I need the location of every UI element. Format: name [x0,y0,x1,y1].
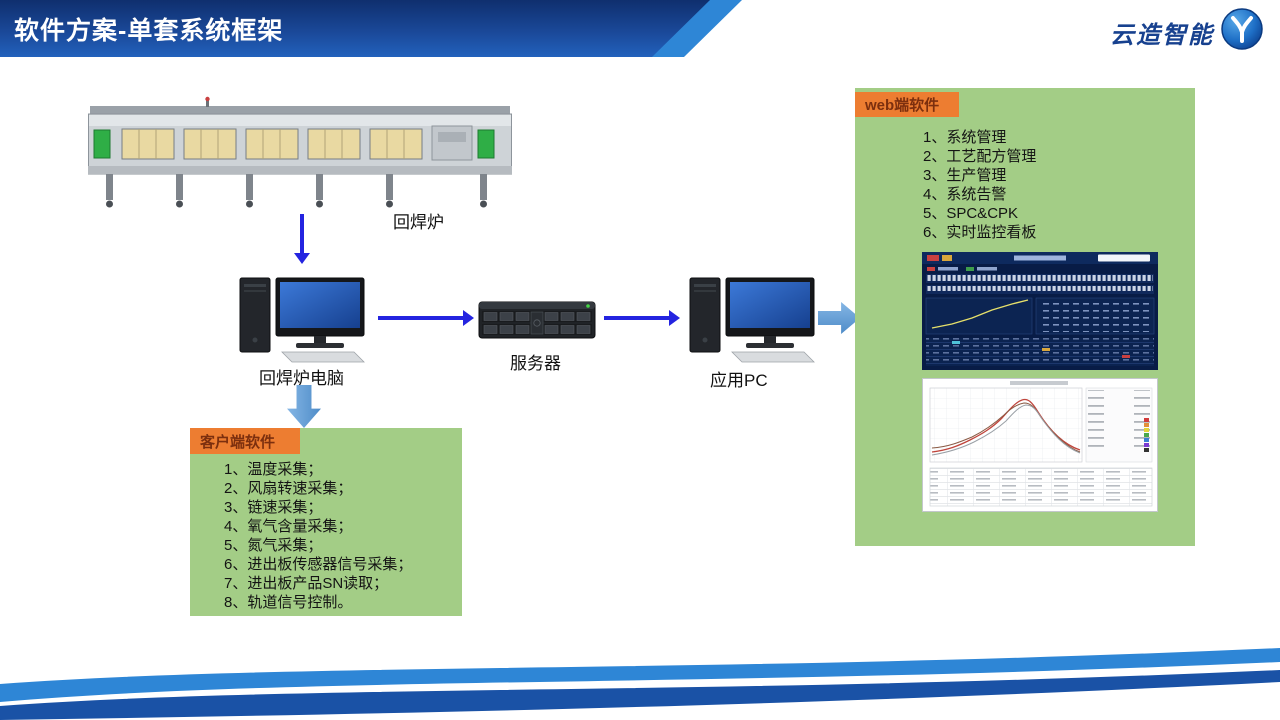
client-item-3: 3、链速采集； [224,499,323,516]
arrow-right-pc-to-server-icon [378,310,474,326]
client-panel-tab: 客户端软件 [190,428,300,454]
web-panel-items: 1、系统管理 2、工艺配方管理 3、生产管理 4、系统告警 5、SPC&CPK … [923,128,1036,242]
page-title: 软件方案-单套系统框架 [14,17,284,45]
oven-pc-image [238,276,368,364]
web-item-4: 4、系统告警 [923,186,1007,203]
block-arrow-right-icon [818,302,860,334]
server-label: 服务器 [510,354,561,373]
web-software-panel: web端软件 1、系统管理 2、工艺配方管理 3、生产管理 4、系统告警 5、S… [855,88,1195,546]
client-software-panel: 客户端软件 1、温度采集； 2、风扇转速采集； 3、链速采集； 4、氧气含量采集… [190,428,462,616]
client-item-7: 7、进出板产品SN读取； [224,575,389,592]
footer-wave-decoration [0,648,1280,720]
profile-chart-screenshot [922,378,1158,512]
client-panel-title: 客户端软件 [200,433,276,451]
block-arrow-down-icon [287,385,321,428]
client-item-8: 8、轨道信号控制。 [224,594,353,611]
web-item-5: 5、SPC&CPK [923,205,1019,222]
reflow-oven-image [88,96,512,212]
client-item-1: 1、温度采集； [224,461,323,478]
app-pc-image [688,276,818,364]
server-image [478,296,596,344]
app-pc-label: 应用PC [710,371,768,390]
header-band [0,0,710,57]
oven-pc-label: 回焊炉电脑 [259,369,344,388]
client-item-5: 5、氮气采集； [224,537,323,554]
web-item-2: 2、工艺配方管理 [923,148,1037,165]
web-item-3: 3、生产管理 [923,167,1007,184]
client-panel-items: 1、温度采集； 2、风扇转速采集； 3、链速采集； 4、氧气含量采集； 5、氮气… [224,460,412,612]
logo-text: 云造智能 [1110,22,1214,49]
arrow-down-oven-to-pc-icon [294,214,310,264]
logo-icon [1220,7,1264,51]
web-item-6: 6、实时监控看板 [923,224,1037,241]
client-item-6: 6、进出板传感器信号采集； [224,556,413,573]
web-item-1: 1、系统管理 [923,129,1007,146]
web-panel-tab: web端软件 [855,92,959,117]
dashboard-screenshot [922,252,1158,370]
web-panel-title: web端软件 [865,97,940,114]
arrow-right-server-to-apppc-icon [604,310,680,326]
client-item-2: 2、风扇转速采集； [224,480,353,497]
client-item-4: 4、氧气含量采集； [224,518,353,535]
oven-label: 回焊炉 [393,213,444,232]
